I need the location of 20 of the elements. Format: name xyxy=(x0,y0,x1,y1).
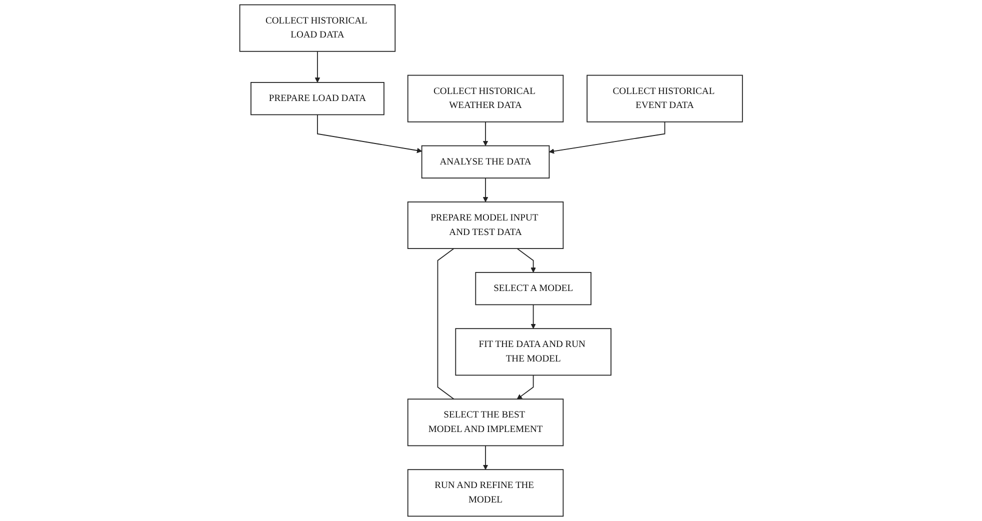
node-box: COLLECT HISTORICAL EVENT DATA xyxy=(586,74,743,122)
arrow xyxy=(516,374,534,400)
arrow xyxy=(548,121,666,154)
arrow xyxy=(316,114,422,154)
node-box: RUN AND REFINE THE MODEL xyxy=(407,469,564,517)
node-box: SELECT THE BEST MODEL AND IMPLEMENT xyxy=(407,398,564,446)
connector xyxy=(437,248,454,400)
arrow xyxy=(530,304,536,329)
arrow xyxy=(482,121,488,146)
node-box: FIT THE DATA AND RUN THE MODEL xyxy=(455,328,612,376)
node-box: PREPARE MODEL INPUT AND TEST DATA xyxy=(407,202,564,249)
node-box: COLLECT HISTORICAL LOAD DATA xyxy=(239,4,396,52)
arrow xyxy=(516,248,536,273)
node-box: COLLECT HISTORICAL WEATHER DATA xyxy=(407,74,564,122)
arrow xyxy=(482,178,488,202)
node-box: ANALYSE THE DATA xyxy=(421,145,550,178)
node-box: SELECT A MODEL xyxy=(475,272,592,306)
node-box: PREPARE LOAD DATA xyxy=(250,82,384,116)
arrow xyxy=(482,445,488,470)
arrow xyxy=(314,50,320,83)
